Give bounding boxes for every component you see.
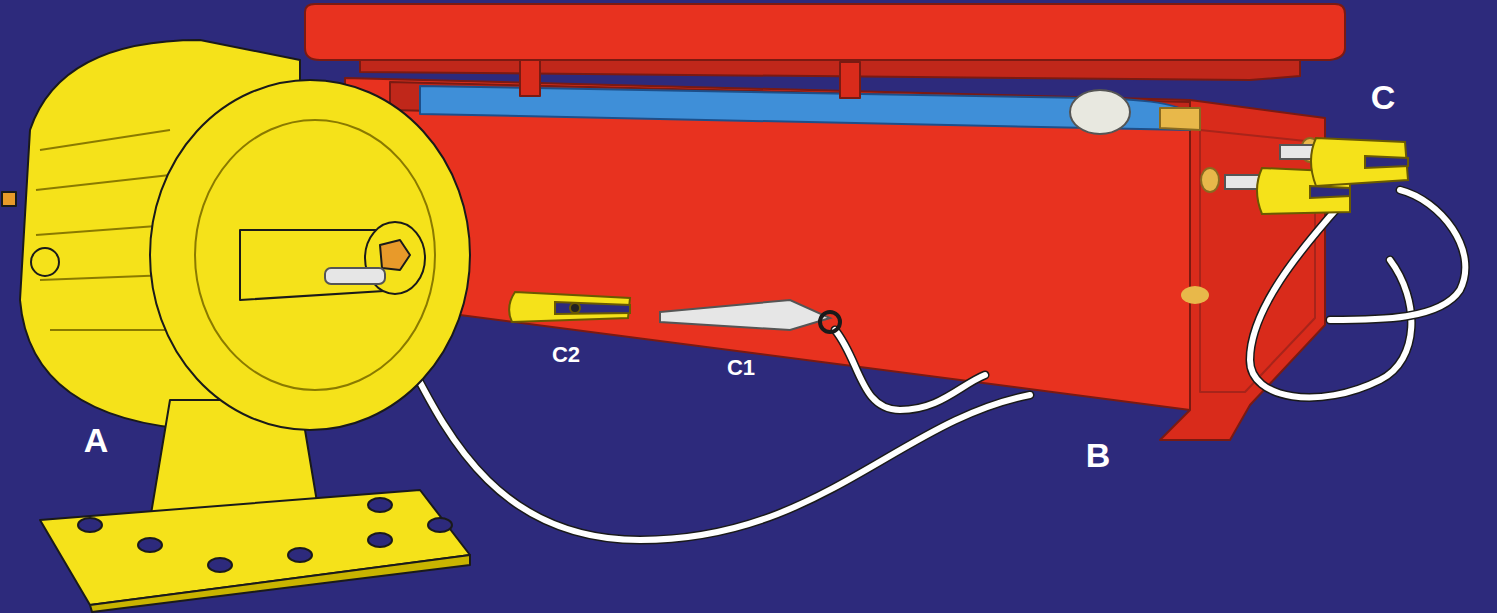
battery-terminal — [1070, 90, 1130, 134]
connector-c2 — [509, 292, 630, 322]
wire-outline — [360, 290, 1030, 540]
wire — [1250, 205, 1411, 397]
base-hole — [288, 548, 312, 562]
rivet — [1181, 286, 1209, 304]
box-end — [1160, 100, 1325, 440]
connector-c — [1225, 138, 1408, 214]
base-hole — [368, 498, 392, 512]
box-front — [345, 78, 1190, 410]
part-label: C2 — [552, 344, 580, 366]
terminal-hole — [1201, 168, 1219, 192]
part-label: B — [1086, 438, 1111, 472]
part-label: C — [1371, 80, 1396, 114]
base-plate-edge — [90, 555, 470, 612]
wire-outline — [835, 330, 985, 410]
clip-body — [1311, 138, 1408, 186]
lid-hinge — [840, 62, 860, 98]
clip-slot — [1365, 156, 1408, 168]
part-label: C1 — [727, 357, 755, 379]
wires — [360, 190, 1465, 540]
base-hole — [428, 518, 452, 532]
terminal-pin — [325, 268, 385, 284]
lid-underside — [360, 60, 1300, 80]
motor-front-face — [150, 80, 470, 430]
cooling-fins — [36, 130, 170, 330]
base-hole — [138, 538, 162, 552]
base-hole — [368, 533, 392, 547]
clip-slot — [555, 302, 630, 314]
base-hole — [208, 558, 232, 572]
base-holes — [78, 498, 452, 572]
clip-screw — [570, 303, 580, 313]
mount-hole — [31, 248, 59, 276]
wire — [835, 330, 985, 410]
wire — [360, 290, 1030, 540]
pin-eye — [820, 312, 840, 332]
spring-plate — [1160, 108, 1200, 130]
motor — [2, 40, 470, 612]
rear-shaft — [2, 192, 16, 206]
part-label: A — [84, 423, 109, 457]
lid-hinge — [520, 60, 540, 96]
wire-outline — [1250, 205, 1411, 397]
clip-body — [509, 292, 630, 322]
clip-slot — [1310, 186, 1350, 198]
terminal-nut — [380, 240, 410, 270]
box-lid — [305, 4, 1345, 60]
face-ring — [195, 120, 435, 390]
pin-plug — [660, 300, 830, 330]
base-hole — [78, 518, 102, 532]
connector-c1 — [660, 300, 840, 332]
